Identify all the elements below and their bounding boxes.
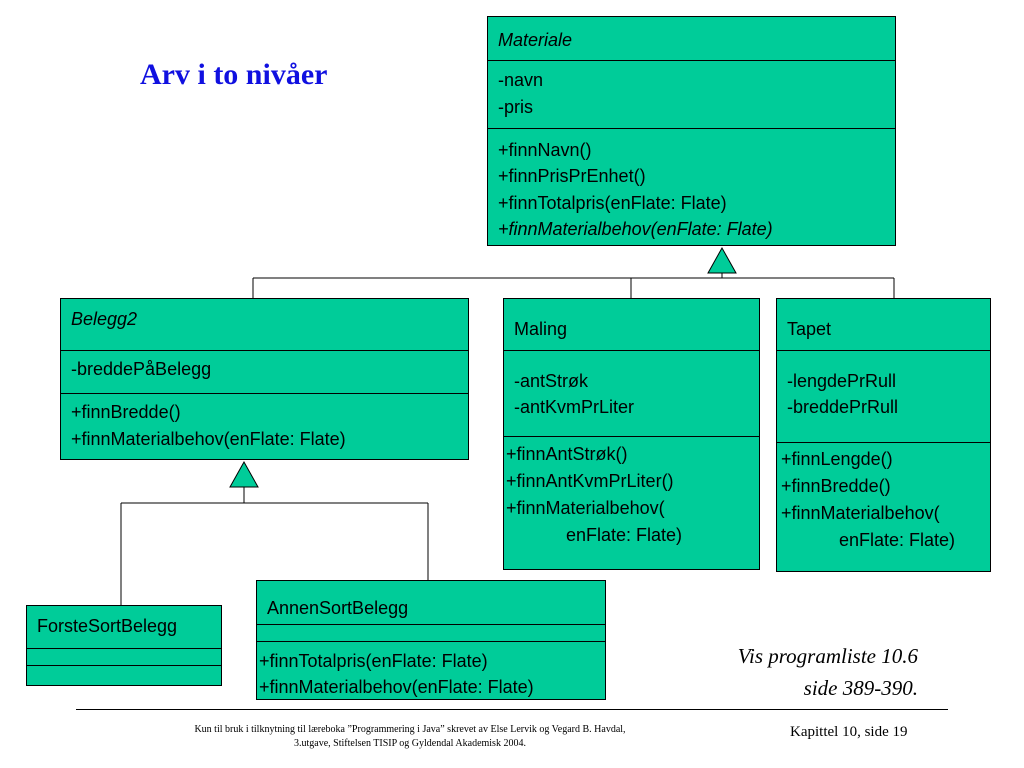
- abstract-method: +finnMaterialbehov(enFlate: Flate): [498, 219, 773, 239]
- class-annensortbelegg: AnnenSortBelegg +finnTotalpris(enFlate: …: [256, 580, 606, 700]
- note-line: side 389-390.: [803, 676, 918, 700]
- note-line: Vis programliste 10.6: [737, 644, 918, 668]
- attribute: -antStrøk: [514, 371, 589, 391]
- page-number: Kapittel 10, side 19: [790, 724, 908, 740]
- class-name: ForsteSortBelegg: [37, 616, 178, 636]
- program-listing-note: Vis programliste 10.6 side 389-390.: [640, 640, 918, 704]
- generalization-arrow-materiale: [707, 246, 737, 274]
- method: +finnPrisPrEnhet(): [498, 166, 646, 186]
- method: +finnTotalpris(enFlate: Flate): [259, 651, 488, 671]
- method: +finnAntKvmPrLiter(): [506, 471, 674, 491]
- method: +finnMaterialbehov(: [781, 503, 940, 523]
- method: +finnMaterialbehov(enFlate: Flate): [259, 677, 534, 697]
- class-name: Tapet: [787, 319, 832, 339]
- class-name: Maling: [514, 319, 568, 339]
- footer-credit-line: 3.utgave, Stiftelsen TISIP og Gyldendal …: [294, 738, 526, 749]
- attribute: -antKvmPrLiter: [514, 397, 635, 417]
- class-forstesortbelegg: ForsteSortBelegg: [26, 605, 222, 686]
- generalization-arrow-belegg2: [229, 460, 259, 488]
- method: +finnTotalpris(enFlate: Flate): [498, 193, 727, 213]
- footer-credit: Kun til bruk i tilknytning til læreboka …: [130, 723, 690, 751]
- class-tapet: Tapet -lengdePrRull -breddePrRull +finnL…: [776, 298, 991, 572]
- method: +finnLengde(): [781, 449, 893, 469]
- method: +finnBredde(): [71, 402, 181, 422]
- method: +finnMaterialbehov(: [506, 498, 665, 518]
- attribute: -breddePåBelegg: [71, 359, 212, 379]
- class-belegg2: Belegg2 -breddePåBelegg +finnBredde() +f…: [60, 298, 469, 460]
- method: +finnMaterialbehov(enFlate: Flate): [71, 429, 346, 449]
- method-continuation: enFlate: Flate): [566, 525, 683, 545]
- attribute: -pris: [498, 97, 533, 117]
- footer-credit-line: Kun til bruk i tilknytning til læreboka …: [194, 724, 626, 735]
- method-continuation: enFlate: Flate): [839, 530, 956, 550]
- footer-divider: [76, 709, 948, 710]
- slide-title: Arv i to nivåer: [140, 58, 328, 91]
- method: +finnNavn(): [498, 140, 592, 160]
- class-name: Materiale: [498, 30, 573, 50]
- attribute: -lengdePrRull: [787, 371, 897, 391]
- attribute: -breddePrRull: [787, 397, 899, 417]
- class-materiale: Materiale -navn -pris +finnNavn() +finnP…: [487, 16, 896, 246]
- class-name: Belegg2: [71, 309, 138, 329]
- method: +finnAntStrøk(): [506, 444, 628, 464]
- class-name: AnnenSortBelegg: [267, 598, 409, 618]
- method: +finnBredde(): [781, 476, 891, 496]
- attribute: -navn: [498, 70, 544, 90]
- class-maling: Maling -antStrøk -antKvmPrLiter +finnAnt…: [503, 298, 760, 570]
